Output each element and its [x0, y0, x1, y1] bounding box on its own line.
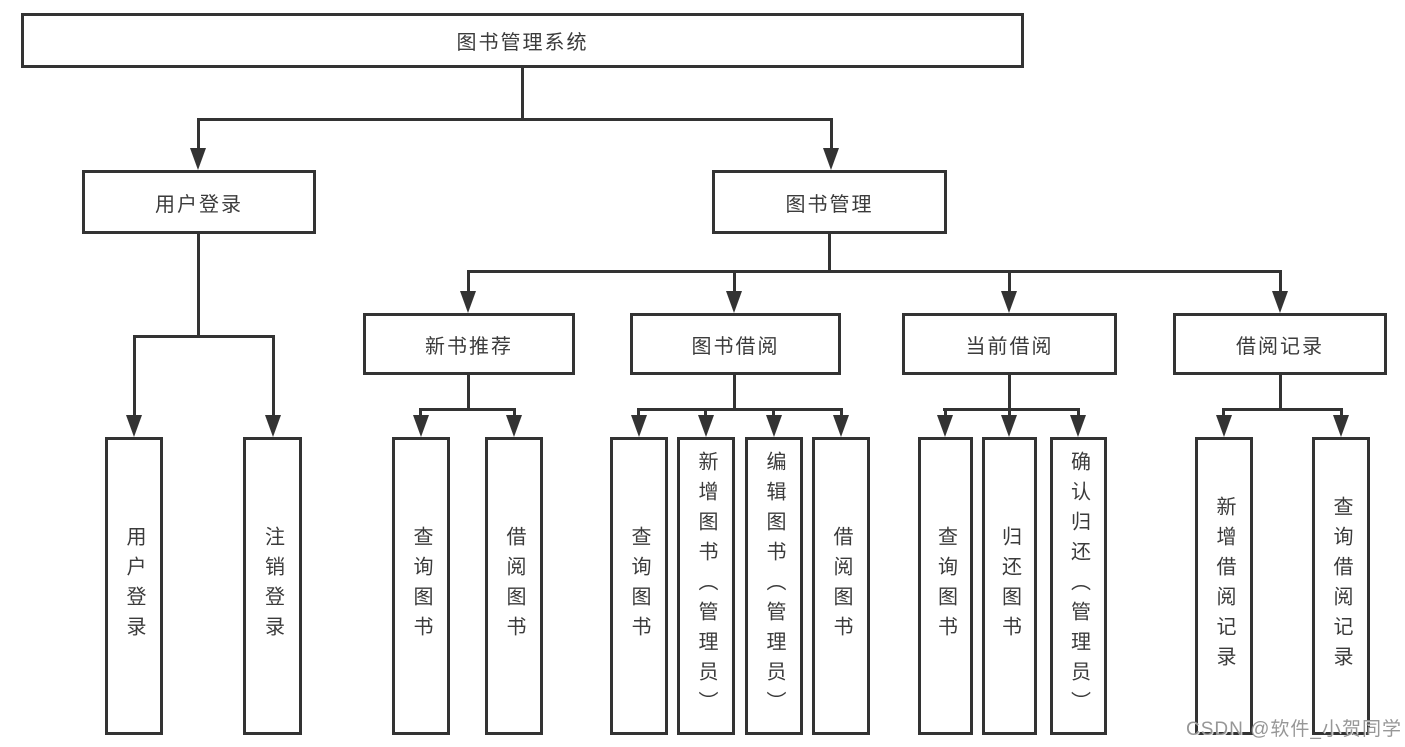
leaf-bb-edit-book-admin: 编辑图书（管理员） [745, 437, 803, 735]
connector-line [1279, 375, 1282, 411]
arrow-down-icon [937, 415, 953, 437]
connector-line [830, 118, 833, 152]
leaf-nbr-query-books: 查询图书 [392, 437, 450, 735]
connector-line [521, 68, 524, 120]
leaf-cb-query-books: 查询图书 [918, 437, 973, 735]
arrow-down-icon [1272, 291, 1288, 313]
leaf-bb-borrow-books: 借阅图书 [812, 437, 870, 735]
connector-line [1279, 270, 1282, 295]
arrow-down-icon [1001, 415, 1017, 437]
arrow-down-icon [631, 415, 647, 437]
arrow-down-icon [823, 148, 839, 170]
leaf-bb-add-book-admin-label: 新增图书（管理员） [695, 451, 717, 721]
connector-line [637, 408, 843, 411]
connector-line [272, 335, 275, 417]
connector-line [197, 118, 833, 121]
connector-line [1008, 270, 1011, 295]
connector-line [133, 335, 275, 338]
leaf-user-login-label: 用户登录 [123, 526, 145, 646]
arrow-down-icon [1001, 291, 1017, 313]
arrow-down-icon [190, 148, 206, 170]
leaf-cb-confirm-return-admin: 确认归还（管理员） [1050, 437, 1107, 735]
leaf-br-query-record: 查询借阅记录 [1312, 437, 1370, 735]
connector-line [733, 375, 736, 411]
connector-line [943, 408, 1080, 411]
leaf-br-add-record: 新增借阅记录 [1195, 437, 1253, 735]
connector-line [133, 335, 136, 417]
node-user-login: 用户登录 [82, 170, 316, 234]
leaf-nbr-borrow-books: 借阅图书 [485, 437, 543, 735]
node-book-borrowing-label: 图书借阅 [691, 335, 780, 358]
node-root-label: 图书管理系统 [456, 32, 589, 54]
arrow-down-icon [1333, 415, 1349, 437]
connector-line [828, 234, 831, 273]
leaf-bb-add-book-admin: 新增图书（管理员） [677, 437, 735, 735]
node-book-management-label: 图书管理 [785, 193, 874, 216]
arrow-down-icon [126, 415, 142, 437]
connector-line [467, 270, 470, 295]
node-borrowing-records: 借阅记录 [1173, 313, 1387, 375]
arrow-down-icon [1216, 415, 1232, 437]
node-new-book-recommendation-label: 新书推荐 [425, 335, 513, 358]
node-user-login-label: 用户登录 [155, 193, 243, 216]
connector-line [197, 234, 200, 338]
leaf-bb-edit-book-admin-label: 编辑图书（管理员） [763, 451, 785, 721]
arrow-down-icon [833, 415, 849, 437]
connector-line [467, 375, 470, 411]
arrow-down-icon [766, 415, 782, 437]
connector-line [1008, 375, 1011, 411]
arrow-down-icon [460, 291, 476, 313]
arrow-down-icon [506, 415, 522, 437]
leaf-bb-query-books: 查询图书 [610, 437, 668, 735]
leaf-logout: 注销登录 [243, 437, 302, 735]
arrow-down-icon [1070, 415, 1086, 437]
node-book-management: 图书管理 [712, 170, 947, 234]
node-new-book-recommendation: 新书推荐 [363, 313, 575, 375]
node-current-borrowing: 当前借阅 [902, 313, 1117, 375]
leaf-cb-confirm-return-admin-label: 确认归还（管理员） [1067, 451, 1090, 721]
connector-line [1222, 408, 1343, 411]
arrow-down-icon [265, 415, 281, 437]
node-current-borrowing-label: 当前借阅 [965, 335, 1054, 358]
leaf-cb-return-books: 归还图书 [982, 437, 1037, 735]
leaf-user-login: 用户登录 [105, 437, 163, 735]
connector-line [467, 270, 1282, 273]
arrow-down-icon [726, 291, 742, 313]
leaf-cb-return-books-label: 归还图书 [998, 526, 1021, 646]
node-book-borrowing: 图书借阅 [630, 313, 841, 375]
leaf-br-add-record-label: 新增借阅记录 [1213, 496, 1235, 676]
connector-line [197, 118, 200, 152]
leaf-bb-borrow-books-label: 借阅图书 [830, 526, 852, 646]
node-borrowing-records-label: 借阅记录 [1236, 335, 1324, 358]
node-root: 图书管理系统 [21, 13, 1024, 68]
connector-line [419, 408, 516, 411]
leaf-logout-label: 注销登录 [261, 526, 284, 646]
arrow-down-icon [413, 415, 429, 437]
connector-line [733, 270, 736, 295]
arrow-down-icon [698, 415, 714, 437]
leaf-cb-query-books-label: 查询图书 [934, 526, 957, 646]
watermark: CSDN @软件_小贺同学 [1186, 719, 1402, 740]
leaf-br-query-record-label: 查询借阅记录 [1330, 496, 1352, 676]
leaf-nbr-borrow-books-label: 借阅图书 [503, 526, 525, 646]
leaf-bb-query-books-label: 查询图书 [628, 526, 650, 646]
leaf-nbr-query-books-label: 查询图书 [410, 526, 432, 646]
